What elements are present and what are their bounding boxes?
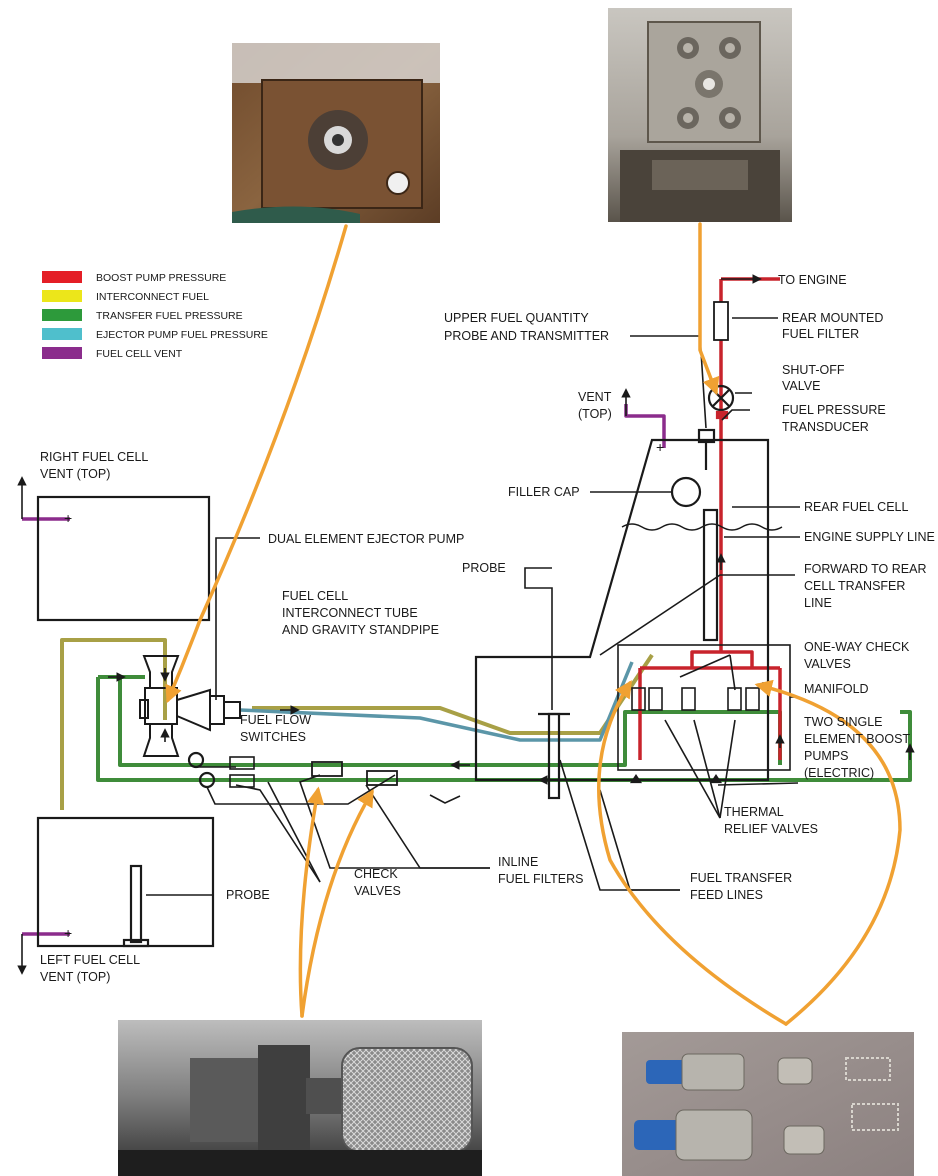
label-left-cell-2: VENT (TOP) — [40, 970, 110, 984]
label-flow-sw-1: FUEL FLOW — [240, 713, 311, 727]
fuel-level — [622, 524, 782, 530]
legend-item-boost: BOOST PUMP PRESSURE — [42, 271, 226, 284]
photo-ejector-pump — [232, 43, 440, 223]
label-thermal-2: RELIEF VALVES — [724, 822, 818, 836]
callouts — [168, 224, 900, 1024]
label-fwd-rear-1: FORWARD TO REAR — [804, 562, 926, 576]
label-flow-sw-2: SWITCHES — [240, 730, 306, 744]
label-feed-2: FEED LINES — [690, 888, 763, 902]
label-rear-filter-2: FUEL FILTER — [782, 327, 859, 341]
legend-item-transfer: TRANSFER FUEL PRESSURE — [42, 309, 243, 322]
photo-check-valves — [622, 1032, 914, 1176]
label-right-cell-2: VENT (TOP) — [40, 467, 110, 481]
label-dual-ejector: DUAL ELEMENT EJECTOR PUMP — [268, 532, 464, 546]
legend-item-vent: FUEL CELL VENT — [42, 347, 183, 360]
label-probe-mid: PROBE — [462, 561, 506, 575]
label-rear-fuel-cell: REAR FUEL CELL — [804, 500, 908, 514]
label-fwd-rear-3: LINE — [804, 596, 832, 610]
legend-label-interconnect: INTERCONNECT FUEL — [96, 291, 209, 303]
legend-swatch-boost — [42, 271, 82, 283]
probe-left-icon — [131, 866, 141, 942]
label-upper-probe-1: UPPER FUEL QUANTITY — [444, 311, 589, 325]
label-boost-4: (ELECTRIC) — [804, 766, 874, 780]
label-interconnect-3: AND GRAVITY STANDPIPE — [282, 623, 439, 637]
legend-label-boost: BOOST PUMP PRESSURE — [96, 272, 226, 284]
legend-swatch-transfer — [42, 309, 82, 321]
probe-mid-icon — [549, 714, 559, 798]
label-fwd-rear-2: CELL TRANSFER — [804, 579, 905, 593]
vent-plus-icon: + — [64, 510, 72, 526]
label-thermal-1: THERMAL — [724, 805, 784, 819]
label-inline-1: INLINE — [498, 855, 538, 869]
legend-item-interconnect: INTERCONNECT FUEL — [42, 290, 209, 303]
legend-label-ejector: EJECTOR PUMP FUEL PRESSURE — [96, 329, 268, 341]
legend-swatch-vent — [42, 347, 82, 359]
label-boost-2: ELEMENT BOOST — [804, 732, 910, 746]
label-manifold: MANIFOLD — [804, 682, 869, 696]
label-engine-supply: ENGINE SUPPLY LINE — [804, 530, 935, 544]
vent-plus-icon: + — [64, 925, 72, 941]
label-rear-filter-1: REAR MOUNTED — [782, 311, 883, 325]
manifold-check-valves — [632, 688, 759, 710]
label-to-engine: TO ENGINE — [778, 273, 847, 287]
vent-plus-icon: + — [656, 439, 664, 455]
photo-inline-filter — [118, 1020, 482, 1176]
label-filler-cap: FILLER CAP — [508, 485, 580, 499]
labels: TO ENGINE REAR MOUNTED FUEL FILTER UPPER… — [40, 273, 935, 984]
label-inline-2: FUEL FILTERS — [498, 872, 583, 886]
label-probe-left: PROBE — [226, 888, 270, 902]
legend-swatch-ejector — [42, 328, 82, 340]
label-check-valves-2: VALVES — [354, 884, 401, 898]
label-interconnect-2: INTERCONNECT TUBE — [282, 606, 418, 620]
ejector-line — [240, 662, 632, 740]
label-check-valves-1: CHECK — [354, 867, 398, 881]
ejector-pump-icon — [140, 656, 240, 756]
label-shutoff-1: SHUT-OFF — [782, 363, 845, 377]
label-check-2: VALVES — [804, 657, 851, 671]
rear-filter-icon — [714, 302, 728, 340]
filler-cap-icon — [672, 478, 700, 506]
label-transducer-2: TRANSDUCER — [782, 420, 869, 434]
label-feed-1: FUEL TRANSFER — [690, 871, 792, 885]
label-vent-top-1: VENT — [578, 390, 612, 404]
label-boost-3: PUMPS — [804, 749, 848, 763]
legend-swatch-interconnect — [42, 290, 82, 302]
label-transducer-1: FUEL PRESSURE — [782, 403, 886, 417]
label-check-1: ONE-WAY CHECK — [804, 640, 910, 654]
label-right-cell-1: RIGHT FUEL CELL — [40, 450, 148, 464]
legend-label-transfer: TRANSFER FUEL PRESSURE — [96, 310, 243, 322]
label-upper-probe-2: PROBE AND TRANSMITTER — [444, 329, 609, 343]
label-vent-top-2: (TOP) — [578, 407, 612, 421]
standpipe-icon — [704, 510, 717, 640]
transfer-line-inner — [120, 677, 780, 765]
label-left-cell-1: LEFT FUEL CELL — [40, 953, 140, 967]
label-boost-1: TWO SINGLE — [804, 715, 882, 729]
photo-transducer-block — [608, 8, 792, 222]
legend-item-ejector: EJECTOR PUMP FUEL PRESSURE — [42, 328, 268, 341]
legend: BOOST PUMP PRESSURE INTERCONNECT FUEL TR… — [42, 271, 268, 360]
label-interconnect-1: FUEL CELL — [282, 589, 348, 603]
legend-label-vent: FUEL CELL VENT — [96, 348, 183, 360]
arrows — [22, 279, 910, 973]
label-shutoff-2: VALVE — [782, 379, 820, 393]
